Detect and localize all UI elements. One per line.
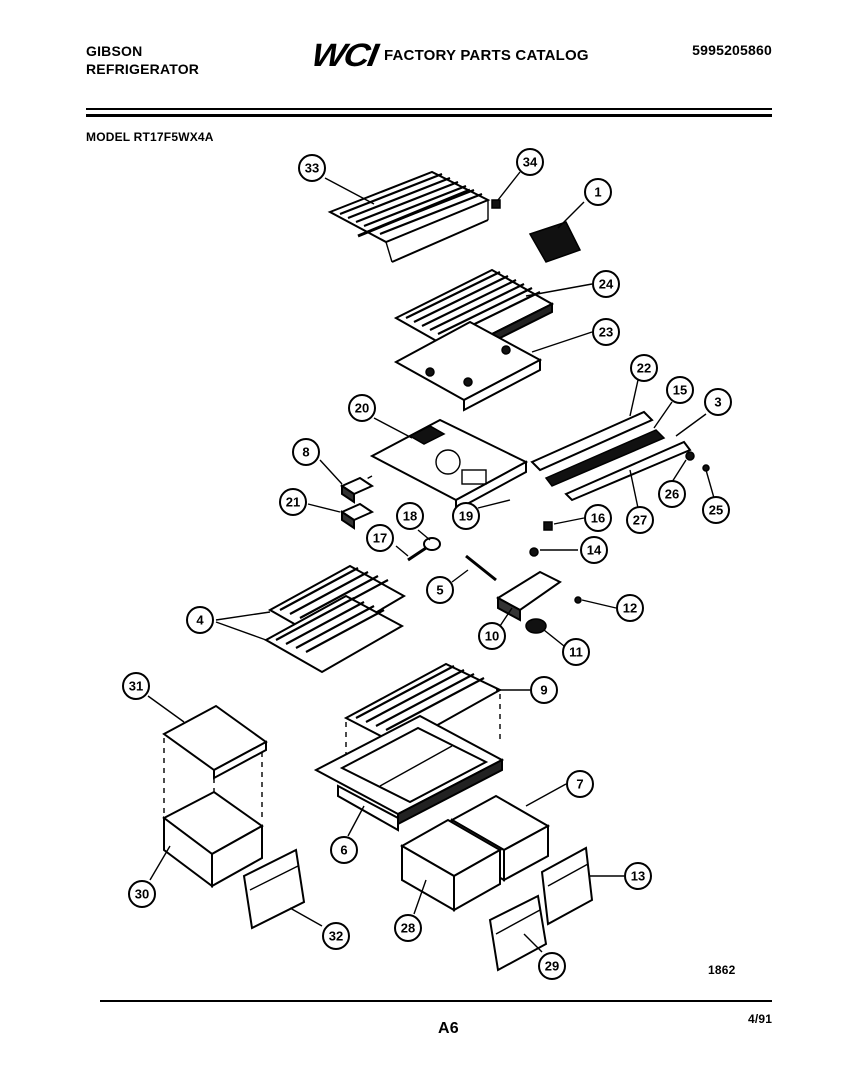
- callout-33-label: 33: [305, 161, 319, 176]
- callout-25-label: 25: [709, 503, 723, 518]
- part-crisper-cover: [369, 418, 529, 512]
- callout-14-label: 14: [587, 543, 602, 558]
- brand-name: GIBSON REFRIGERATOR: [86, 42, 199, 78]
- callout-20: 20: [348, 394, 376, 422]
- callout-25: 25: [702, 496, 730, 524]
- brand-line-2: REFRIGERATOR: [86, 61, 200, 77]
- callout-27: 27: [626, 506, 654, 534]
- callout-32: 32: [322, 922, 350, 950]
- callout-1-label: 1: [594, 185, 601, 200]
- callout-4-label: 4: [196, 613, 204, 628]
- callout-17-label: 17: [373, 531, 387, 546]
- callout-22: 22: [630, 354, 658, 382]
- callout-34-label: 34: [523, 155, 538, 170]
- footer-rule: [100, 1000, 772, 1002]
- callout-9-label: 9: [540, 683, 547, 698]
- callout-31-label: 31: [129, 679, 143, 694]
- part-controls: [407, 521, 582, 634]
- part-wire-shelf-top: [327, 170, 491, 263]
- document-number: 5995205860: [692, 42, 772, 58]
- callout-3-label: 3: [714, 395, 721, 410]
- part-left-pan: [162, 704, 306, 930]
- callout-19-label: 19: [459, 509, 473, 524]
- callout-24: 24: [592, 270, 620, 298]
- callout-9: 9: [530, 676, 558, 704]
- part-crisper-frame: [313, 714, 505, 832]
- callout-8: 8: [292, 438, 320, 466]
- callout-12-label: 12: [623, 601, 637, 616]
- catalog-header: WCI FACTORY PARTS CATALOG: [309, 34, 589, 76]
- catalog-date: 4/91: [748, 1012, 773, 1026]
- callout-8-label: 8: [302, 445, 309, 460]
- callout-6: 6: [330, 836, 358, 864]
- callout-18: 18: [396, 502, 424, 530]
- part-rails: [530, 410, 710, 502]
- callout-5: 5: [426, 576, 454, 604]
- callout-12: 12: [616, 594, 644, 622]
- callout-1: 1: [584, 178, 612, 206]
- callout-11-label: 11: [569, 645, 583, 660]
- catalog-title: FACTORY PARTS CATALOG: [383, 46, 589, 64]
- callout-7-label: 7: [576, 777, 583, 792]
- callout-23-label: 23: [599, 325, 613, 340]
- callout-18-label: 18: [403, 509, 417, 524]
- callout-14: 14: [580, 536, 608, 564]
- header-rule-thin: [86, 108, 772, 110]
- callout-3: 3: [704, 388, 732, 416]
- callout-32-label: 32: [329, 929, 343, 944]
- callout-30-label: 30: [135, 887, 149, 902]
- callout-16-label: 16: [591, 511, 605, 526]
- callout-28-label: 28: [401, 921, 415, 936]
- part-wire-shelves-pair: [263, 564, 407, 674]
- callout-21: 21: [279, 488, 307, 516]
- brand-line-1: GIBSON: [86, 43, 143, 59]
- callout-34: 34: [516, 148, 544, 176]
- callout-29: 29: [538, 952, 566, 980]
- callout-16: 16: [584, 504, 612, 532]
- part-shelf-clip: [491, 199, 501, 209]
- callout-27-label: 27: [633, 513, 647, 528]
- leader-lines: [147, 171, 715, 953]
- callout-10: 10: [478, 622, 506, 650]
- diagram-number: 1862: [708, 963, 736, 977]
- callout-22-label: 22: [637, 361, 651, 376]
- callout-10-label: 10: [485, 629, 499, 644]
- part-brackets: [339, 476, 375, 530]
- callout-11: 11: [562, 638, 590, 666]
- callout-23: 23: [592, 318, 620, 346]
- header-rule-thick: [86, 114, 772, 117]
- callout-33: 33: [298, 154, 326, 182]
- callout-5-label: 5: [436, 583, 443, 598]
- callout-26-label: 26: [665, 487, 679, 502]
- callout-13: 13: [624, 862, 652, 890]
- callout-15: 15: [666, 376, 694, 404]
- page-id: A6: [438, 1020, 459, 1037]
- callout-4: 4: [186, 606, 214, 634]
- callout-6-label: 6: [340, 843, 347, 858]
- callout-13-label: 13: [631, 869, 645, 884]
- callout-15-label: 15: [673, 383, 687, 398]
- callout-24-label: 24: [599, 277, 614, 292]
- callout-17: 17: [366, 524, 394, 552]
- callout-31: 31: [122, 672, 150, 700]
- callout-7: 7: [566, 770, 594, 798]
- callout-21-label: 21: [286, 495, 300, 510]
- callout-29-label: 29: [545, 959, 559, 974]
- callout-19: 19: [452, 502, 480, 530]
- callout-20-label: 20: [355, 401, 369, 416]
- part-right-pans: [399, 794, 594, 972]
- part-shelf-plate: [393, 320, 543, 412]
- model-label: MODEL RT17F5WX4A: [86, 130, 214, 144]
- callout-26: 26: [658, 480, 686, 508]
- part-small-grille: [528, 221, 582, 263]
- callout-30: 30: [128, 880, 156, 908]
- callout-28: 28: [394, 914, 422, 942]
